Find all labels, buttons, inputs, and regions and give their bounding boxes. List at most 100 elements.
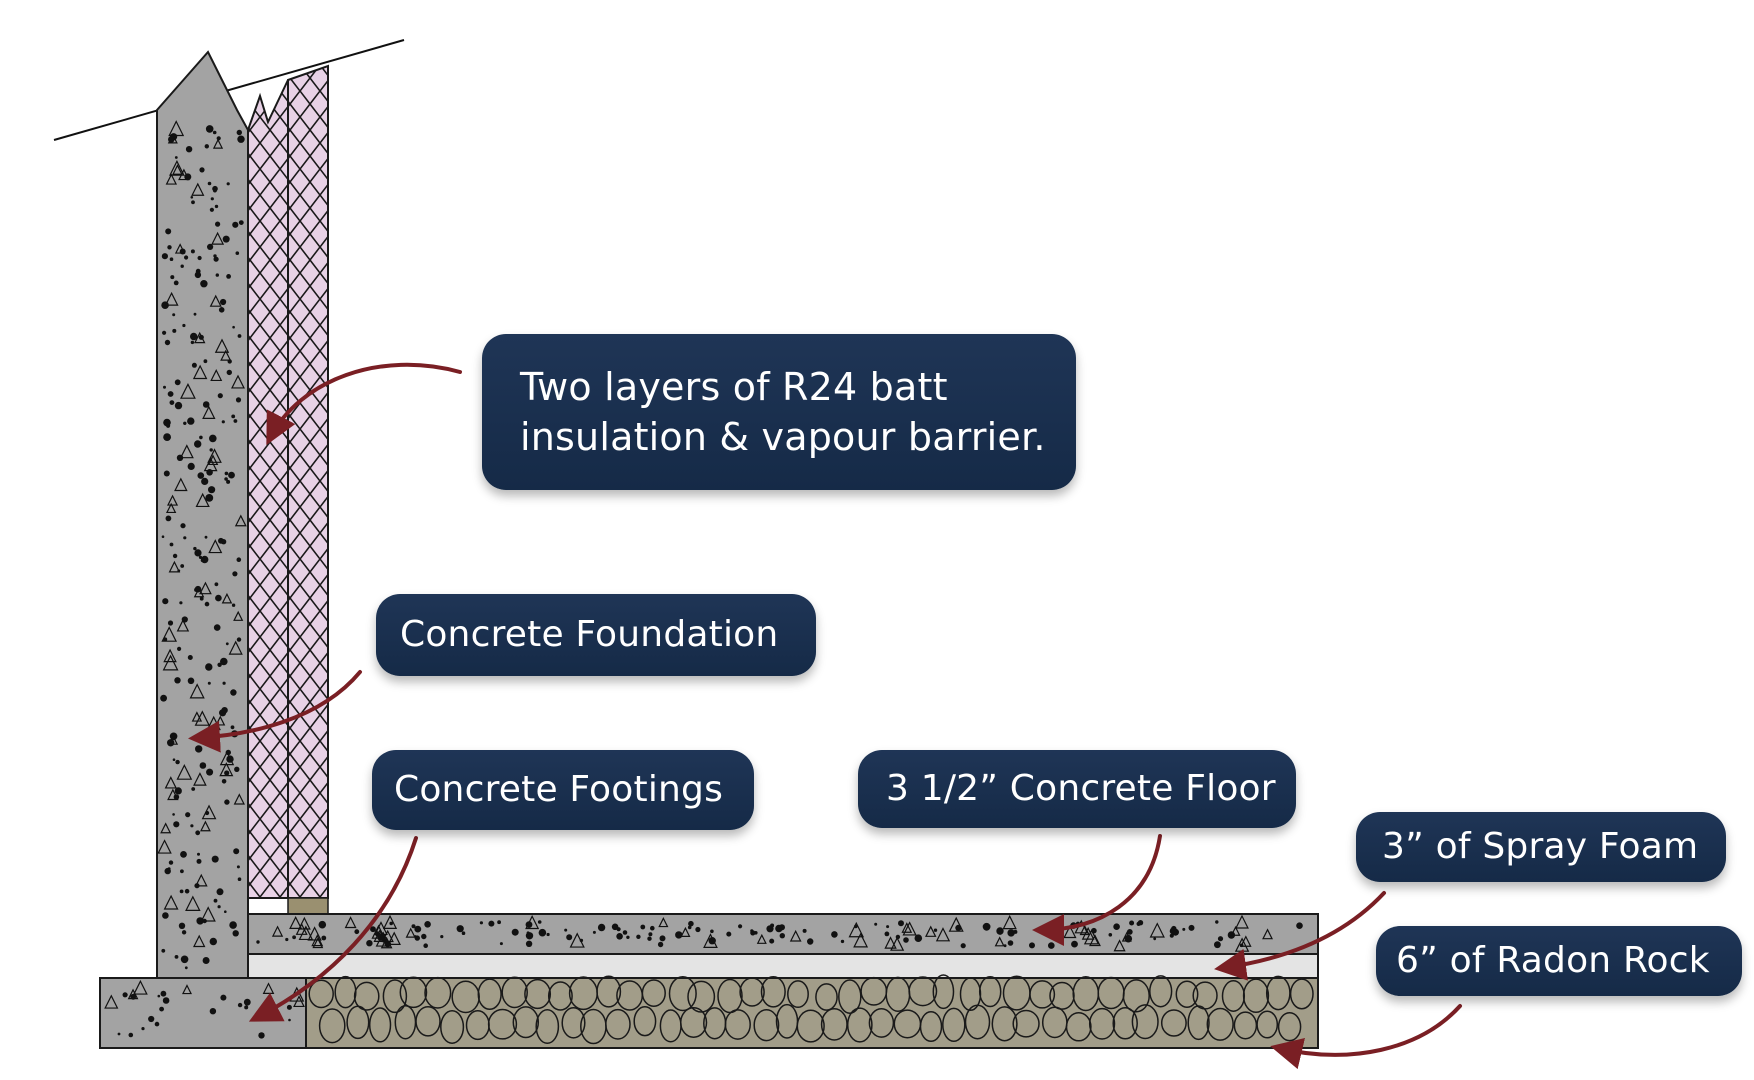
aggregate-speck	[169, 400, 175, 405]
aggregate-speck	[201, 804, 217, 820]
aggregate-speck	[384, 940, 392, 948]
radon-rock-stone	[1088, 1007, 1116, 1040]
aggregate-speck	[1083, 929, 1100, 945]
aggregate-speck	[183, 536, 187, 540]
aggregate-speck	[204, 601, 210, 607]
aggregate-speck	[538, 928, 547, 937]
ground-line	[53, 39, 405, 141]
radon-rock-stone	[424, 976, 452, 1009]
radon-rock-stone	[641, 979, 666, 1007]
aggregate-speck	[221, 420, 225, 424]
aggregate-speck	[286, 1004, 292, 1010]
aggregate-speck	[710, 929, 714, 934]
aggregate-speck	[658, 917, 669, 928]
radon-rock-stone	[524, 978, 552, 1010]
aggregate-speck	[955, 924, 962, 932]
aggregate-speck	[886, 925, 890, 929]
aggregate-speck	[199, 435, 203, 440]
spray-foam-layer	[247, 953, 1319, 979]
insulation-callout-line1: Two layers of R24 batt	[520, 365, 948, 409]
aggregate-speck	[104, 994, 119, 1009]
radon-rock-stone	[487, 1008, 518, 1040]
aggregate-speck	[160, 694, 168, 702]
aggregate-speck	[217, 662, 222, 667]
aggregate-speck	[1182, 927, 1186, 931]
radon-rock-stone	[796, 1009, 825, 1043]
aggregate-speck	[192, 364, 208, 380]
floor-aggregate-specks	[256, 914, 1303, 952]
aggregate-speck	[226, 369, 232, 376]
aggregate-speck	[168, 560, 181, 573]
aggregate-speck	[162, 598, 169, 605]
aggregate-speck	[179, 248, 186, 255]
aggregate-speck	[201, 477, 209, 485]
radon-rock-stone	[440, 1010, 465, 1044]
aggregate-speck	[181, 984, 192, 995]
aggregate-speck	[1013, 929, 1018, 934]
aggregate-speck	[224, 910, 227, 913]
aggregate-speck	[179, 889, 184, 894]
radon-rock-stone	[1131, 1004, 1159, 1040]
aggregate-speck	[840, 939, 845, 944]
radon-rock-stone	[1206, 1007, 1234, 1041]
aggregate-speck	[738, 924, 743, 929]
aggregate-speck	[232, 571, 238, 577]
aggregate-speck	[180, 264, 184, 268]
aggregate-speck	[213, 254, 217, 258]
aggregate-speck	[180, 523, 186, 529]
aggregate-speck	[807, 938, 814, 945]
radon-rock-callout-label: 6” of Radon Rock	[1396, 940, 1710, 981]
aggregate-speck	[1002, 914, 1017, 930]
aggregate-speck	[176, 619, 190, 632]
aggregate-speck	[960, 943, 966, 949]
aggregate-speck	[566, 934, 573, 941]
aggregate-speck	[994, 936, 1005, 947]
aggregate-speck	[172, 813, 175, 816]
aggregate-speck	[235, 397, 242, 403]
radon-rock-stone	[512, 1006, 540, 1039]
aggregate-speck	[229, 921, 237, 929]
aggregate-speck	[318, 920, 327, 929]
aggregate-speck	[212, 185, 218, 192]
aggregate-speck	[210, 197, 214, 201]
radon-rock-stone	[978, 975, 1002, 1008]
aggregate-speck	[205, 663, 213, 671]
aggregate-speck	[622, 930, 628, 935]
aggregate-speck	[234, 766, 240, 772]
aggregate-speck	[212, 138, 224, 149]
aggregate-speck	[1124, 934, 1133, 943]
aggregate-speck	[213, 256, 219, 262]
aggregate-speck	[160, 822, 172, 834]
aggregate-speck	[190, 824, 194, 828]
aggregate-speck	[174, 156, 178, 159]
aggregate-speck	[224, 477, 228, 481]
aggregate-speck	[779, 933, 785, 939]
radon-rock-stone	[1175, 980, 1199, 1008]
aggregate-speck	[750, 930, 756, 936]
aggregate-speck	[161, 535, 165, 538]
footings-callout: Concrete Footings	[372, 750, 754, 830]
aggregate-speck	[187, 677, 195, 685]
aggregate-speck	[237, 135, 245, 143]
aggregate-speck	[208, 486, 216, 494]
aggregate-speck	[208, 539, 223, 554]
aggregate-speck	[1113, 923, 1120, 930]
aggregate-speck	[288, 1018, 291, 1022]
aggregate-speck	[1007, 940, 1014, 946]
aggregate-speck	[525, 915, 540, 930]
aggregate-speck	[236, 637, 242, 642]
aggregate-speck	[769, 938, 775, 944]
aggregate-speck	[196, 858, 202, 864]
aggregate-speck	[344, 916, 357, 929]
aggregate-speck	[183, 421, 187, 425]
aggregate-speck	[169, 257, 174, 262]
aggregate-speck	[204, 535, 208, 539]
aggregate-speck	[199, 167, 205, 173]
aggregate-speck	[1029, 943, 1033, 947]
aggregate-speck	[185, 146, 193, 153]
aggregate-speck	[382, 914, 398, 929]
radon-rock-stone	[724, 1009, 751, 1040]
aggregate-speck	[141, 1027, 145, 1031]
aggregate-speck	[148, 1015, 155, 1023]
aggregate-speck	[611, 923, 619, 931]
